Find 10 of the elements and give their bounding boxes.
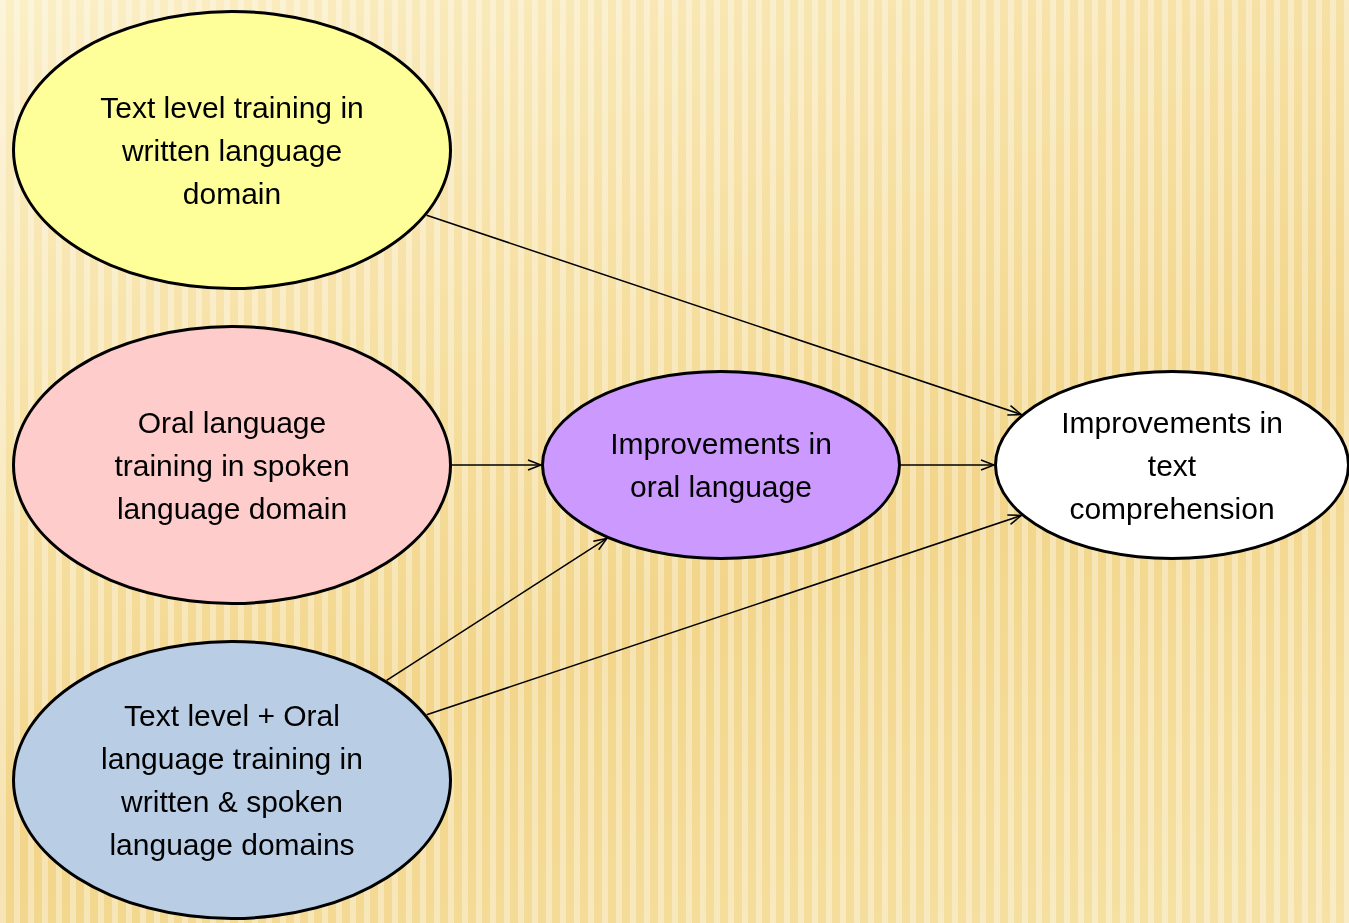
arrow (900, 459, 995, 471)
node-label: Improvements in oral language (609, 426, 833, 505)
node-label: Text level training in written language domain (99, 89, 365, 212)
arrow (425, 514, 1022, 716)
node-label: Improvements in text comprehension (1060, 404, 1284, 527)
arrow (451, 459, 542, 471)
node-label: Oral language training in spoken language domain (113, 404, 351, 527)
arrow (425, 214, 1022, 416)
node-label: Text level + Oral language training in written & spoken language domains (100, 698, 364, 863)
arrow (385, 537, 608, 682)
